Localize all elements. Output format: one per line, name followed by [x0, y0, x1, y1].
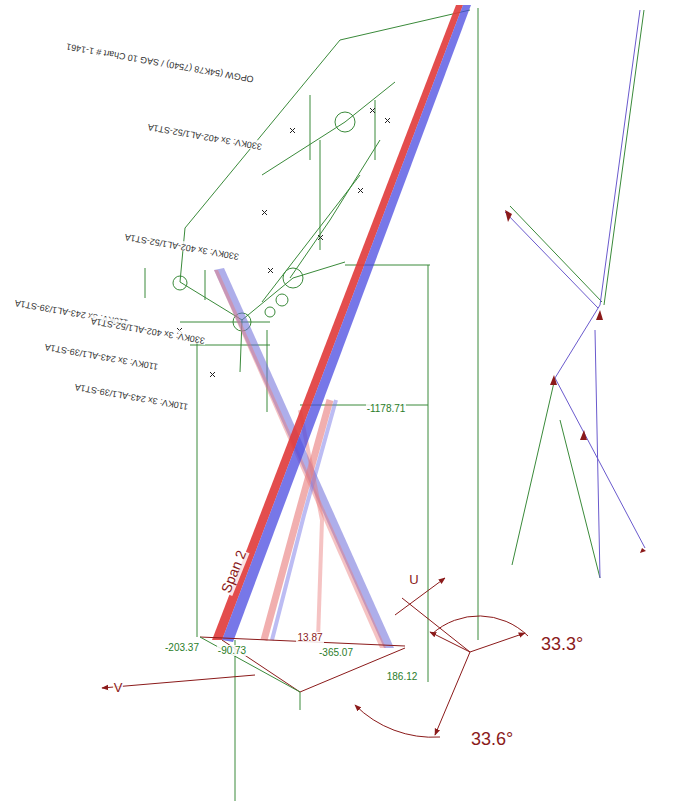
cable-annotation: 110KV: 3x 243-AL1/39-ST1A: [73, 381, 190, 411]
dimension-value: 186.12: [386, 671, 419, 682]
tower-legs: [212, 5, 471, 648]
cable-annotation: 330KV: 3x 402-AL1/52-ST1A: [89, 315, 207, 345]
axis-name: U: [408, 573, 419, 587]
cable-annotation: 110KV: 3x 243-AL1/39-ST1A: [43, 341, 160, 371]
angle-value: 33.3°: [540, 635, 584, 655]
cable-annotation: 330KV: 3x 402-AL1/52-ST1A: [146, 121, 264, 151]
cable-annotation: OPGW (54K78 (7540) / SAG 10 Chart # 1-14…: [65, 40, 256, 83]
dimension-value: -90.73: [217, 645, 247, 656]
dimension-value: -1178.71: [366, 403, 407, 414]
dimension-value: -365.07: [318, 647, 354, 658]
side-view: [505, 10, 646, 578]
base-geometry: [102, 578, 528, 801]
dimension-value: 13.87: [296, 632, 323, 643]
point-marks: [177, 108, 390, 377]
dimension-value: -203.37: [164, 642, 200, 653]
angle-value: 33.6°: [470, 730, 514, 750]
axis-name: V: [113, 681, 124, 695]
